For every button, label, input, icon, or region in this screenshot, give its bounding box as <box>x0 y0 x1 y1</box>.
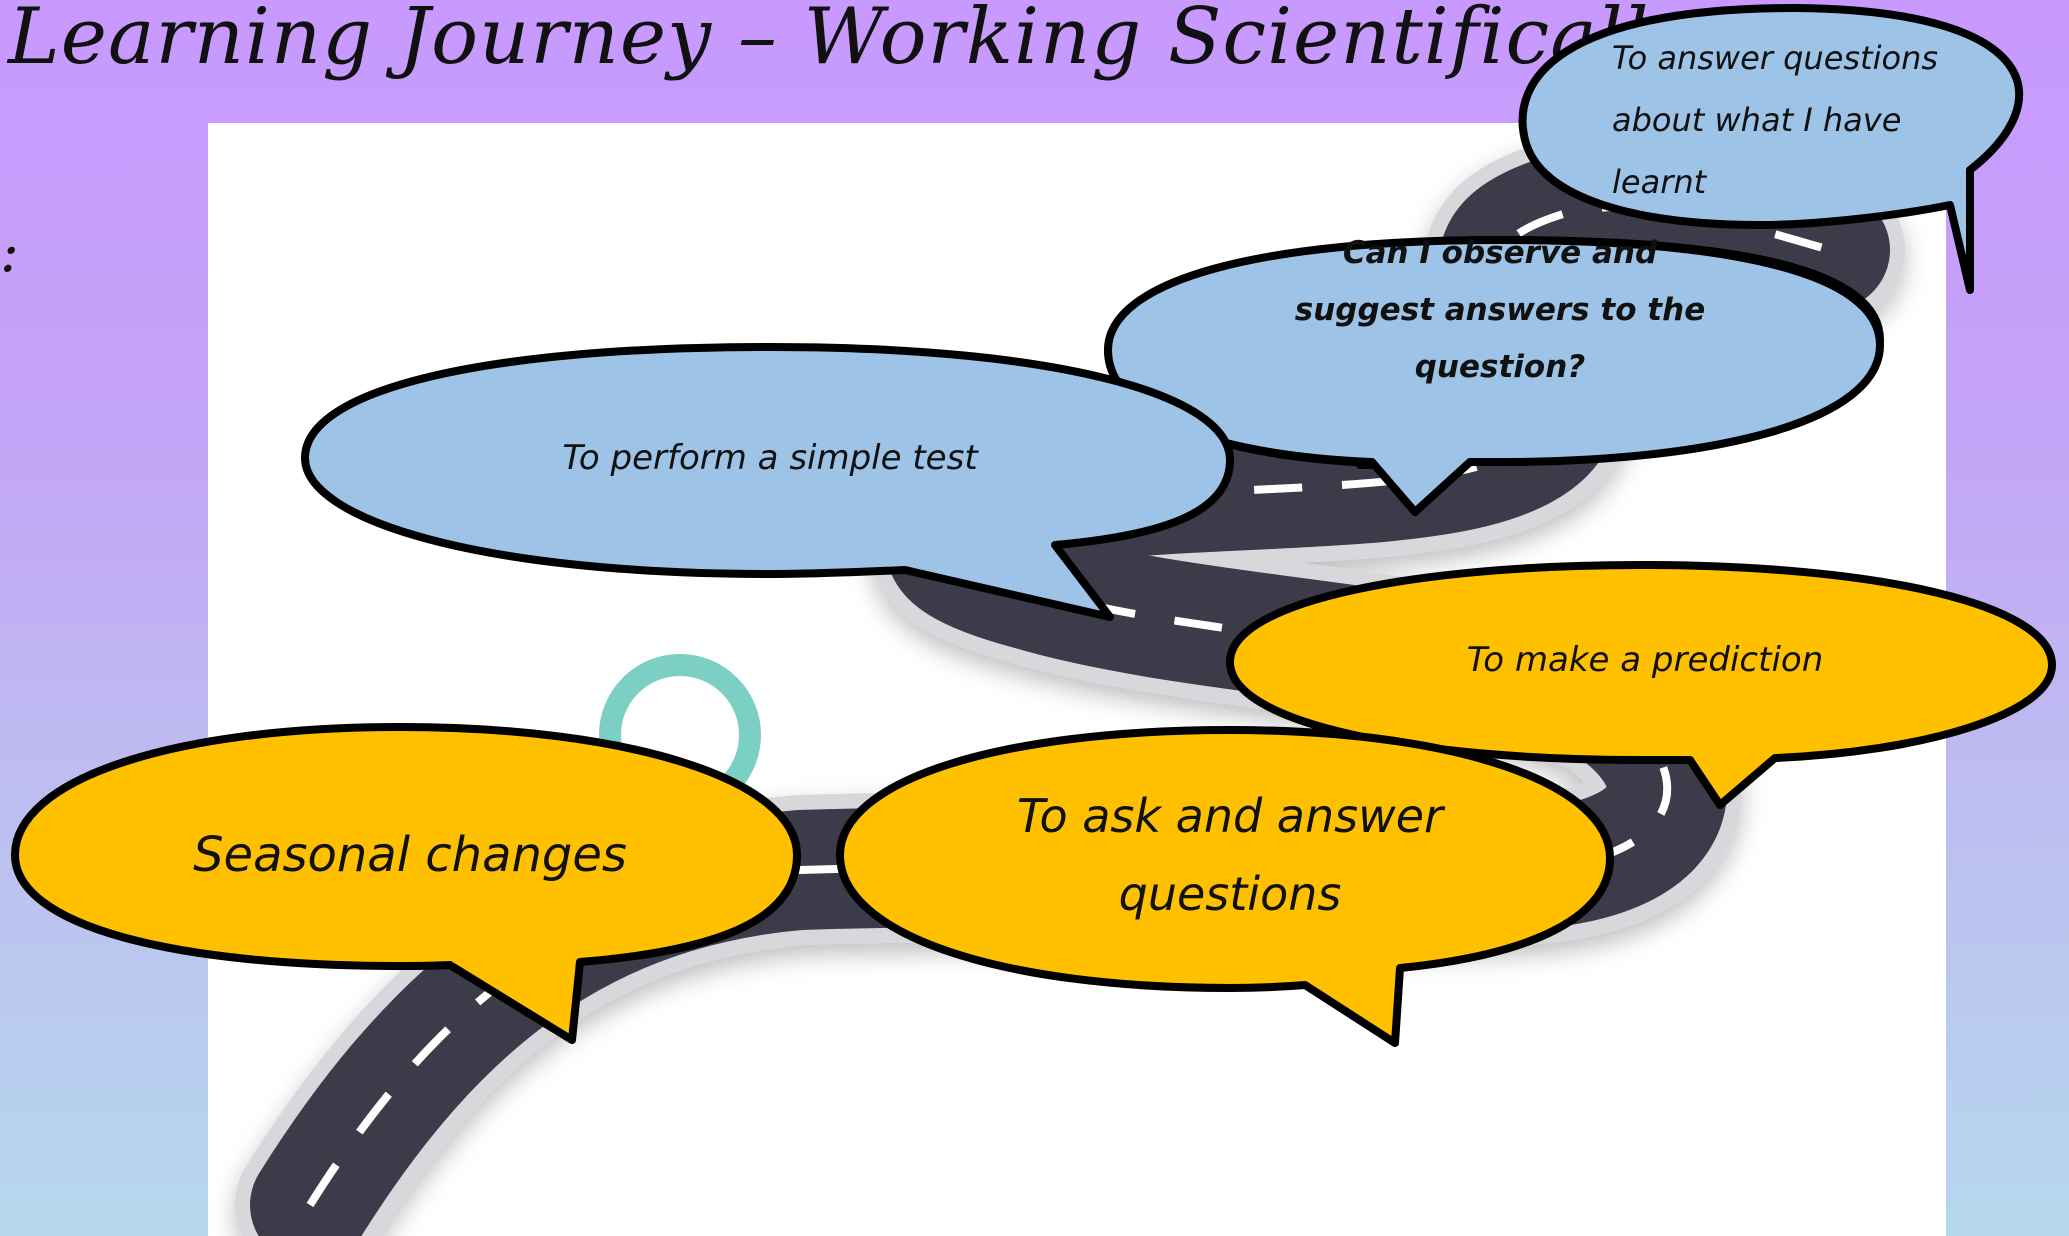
bubble-observe-fill <box>1104 236 1884 516</box>
side-text-fragment: : <box>0 220 19 285</box>
bubble-seasonal-text: Seasonal changes <box>193 827 627 883</box>
bubble-ask-answer-text: To ask and answer questions <box>1017 789 1443 921</box>
bubble-ask-answer <box>836 726 1614 1047</box>
bubble-answer-learnt <box>1518 4 2024 294</box>
bubble-prediction-text: To make a prediction <box>1466 640 1824 680</box>
bubble-answer-learnt-text: To answer questions about what I have le… <box>1612 39 1939 201</box>
bubble-observe-text: Can I observe and suggest answers to the… <box>1294 235 1706 385</box>
page-title: Learning Journey – Working Scientificall… <box>8 0 1695 82</box>
bubble-seasonal <box>11 723 801 1044</box>
bubble-simple-test-text: To perform a simple test <box>562 437 978 478</box>
bubble-simple-test <box>301 343 1234 621</box>
